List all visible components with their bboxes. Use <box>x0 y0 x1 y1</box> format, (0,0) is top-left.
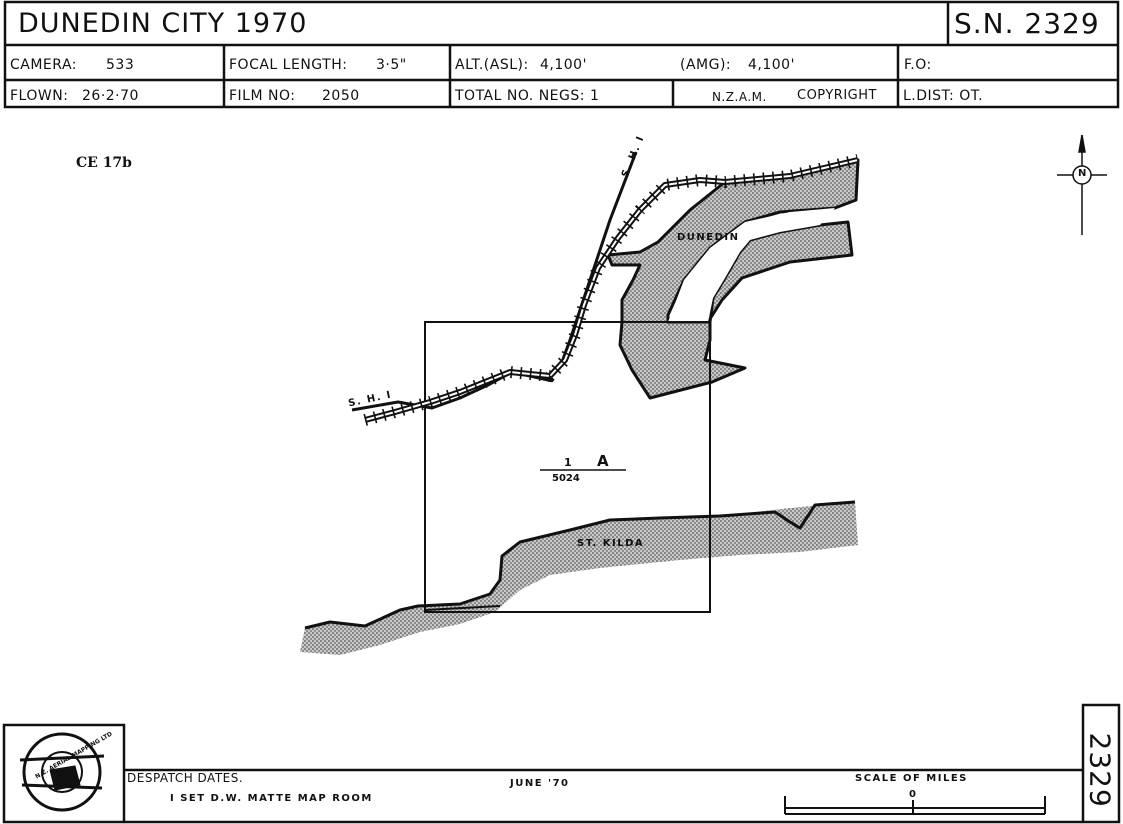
alt-asl-value: 4,100' <box>540 57 587 73</box>
company-logo <box>19 732 105 812</box>
north-arrow <box>1057 134 1107 235</box>
focal-label: FOCAL LENGTH: <box>229 57 348 73</box>
flown-label: FLOWN: <box>10 88 69 104</box>
scale-zero: 0 <box>909 789 918 800</box>
negs-value: 1 <box>590 88 600 104</box>
label-dunedin: DUNEDIN <box>677 232 740 243</box>
north-label: N <box>1078 168 1087 179</box>
frame-film-number: 5024 <box>552 473 580 484</box>
scale-bar <box>784 796 1046 815</box>
st-kilda-frame-cut <box>424 605 501 611</box>
sortie-number: S.N. 2329 <box>954 7 1100 40</box>
side-sortie-number: 2329 <box>1083 732 1117 808</box>
frame-number: 1 <box>564 456 572 469</box>
st-kilda-area <box>300 502 858 655</box>
copyright-label: COPYRIGHT <box>797 88 877 103</box>
camera-label: CAMERA: <box>10 57 77 73</box>
railway-inner <box>364 159 859 421</box>
despatch-date: JUNE '70 <box>510 778 570 789</box>
film-label: FILM NO: <box>229 88 296 104</box>
st-kilda-coastline <box>304 500 856 630</box>
fo-label: F.O: <box>904 57 932 73</box>
map-reference: CE 17b <box>76 155 132 171</box>
despatch-label: DESPATCH DATES. <box>127 771 244 785</box>
film-value: 2050 <box>322 88 360 104</box>
despatch-item: I SET D.W. MATTE MAP ROOM <box>170 793 373 804</box>
ldist-label: L.DIST: OT. <box>903 88 984 104</box>
dunedin-river <box>668 208 835 322</box>
flown-value: 26·2·70 <box>82 88 139 104</box>
org-label: N.Z.A.M. <box>712 90 767 104</box>
map-title: DUNEDIN CITY 1970 <box>18 8 308 39</box>
scale-label: SCALE OF MILES <box>855 773 968 784</box>
amg-value: 4,100' <box>748 57 795 73</box>
amg-label: (AMG): <box>680 57 732 73</box>
negs-label: TOTAL NO. NEGS: <box>455 88 585 104</box>
header-grid <box>3 0 1120 109</box>
focal-value: 3·5" <box>376 57 407 73</box>
photo-frame <box>424 321 711 613</box>
label-st-kilda: ST. KILDA <box>577 538 645 549</box>
frame-letter: A <box>597 452 609 470</box>
camera-value: 533 <box>106 57 135 73</box>
alt-asl-label: ALT.(ASL): <box>455 57 529 73</box>
